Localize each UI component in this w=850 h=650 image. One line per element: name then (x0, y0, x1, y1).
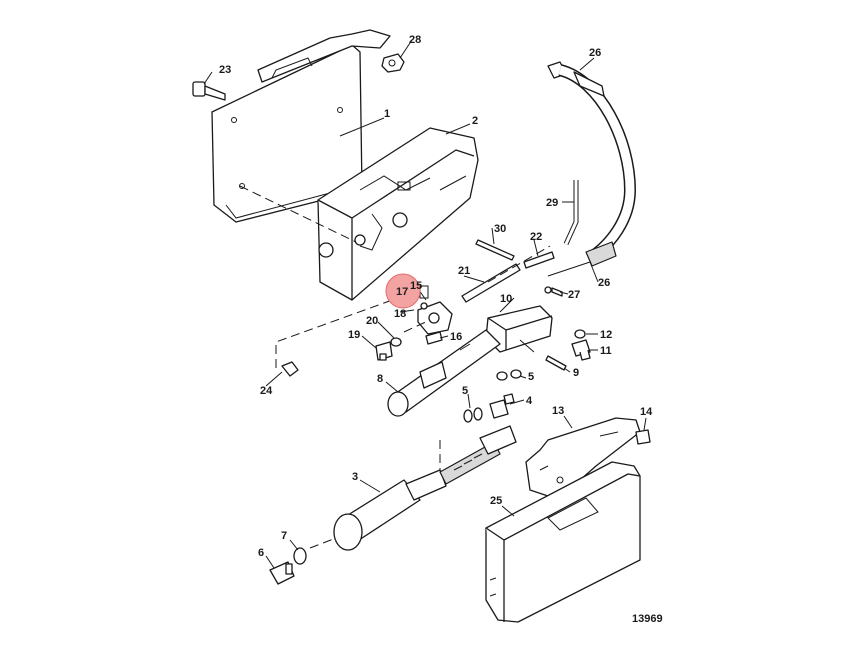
label-17-highlighted[interactable]: 17 (396, 286, 408, 298)
part-24-plug (281, 361, 299, 377)
part-8-cylinder (387, 329, 501, 417)
part-6-fitting (269, 561, 295, 585)
part-25-cover (485, 461, 641, 623)
part-18-spacer (420, 302, 428, 310)
part-5-o-rings-lower (463, 407, 483, 423)
part-7-o-ring (293, 547, 307, 565)
part-26-hose (547, 61, 637, 277)
part-28-nut (381, 53, 405, 73)
label-23[interactable]: 23 (219, 64, 231, 76)
part-1-mounting-bracket (211, 29, 391, 223)
label-5-upper[interactable]: 5 (528, 371, 534, 383)
label-1[interactable]: 1 (384, 108, 390, 120)
part-9-screw (545, 355, 567, 371)
label-16[interactable]: 16 (450, 331, 462, 343)
label-2[interactable]: 2 (472, 115, 478, 127)
part-2-housing (317, 127, 479, 301)
label-7[interactable]: 7 (281, 530, 287, 542)
label-4[interactable]: 4 (526, 395, 533, 407)
label-15[interactable]: 15 (410, 280, 422, 292)
alignment-lines (239, 185, 551, 549)
part-4-fitting (489, 393, 515, 419)
part-20-bushing (390, 337, 402, 347)
callout-labels: 23 28 1 2 26 29 30 22 21 26 27 10 15 17 … (219, 34, 663, 625)
part-21-shaft (461, 263, 521, 303)
label-8[interactable]: 8 (377, 373, 383, 385)
label-22[interactable]: 22 (530, 231, 542, 243)
label-10[interactable]: 10 (500, 293, 512, 305)
label-25[interactable]: 25 (490, 495, 502, 507)
part-10-valve-block (485, 305, 553, 353)
part-11-elbow-fitting (571, 339, 591, 361)
label-3[interactable]: 3 (352, 471, 358, 483)
label-19[interactable]: 19 (348, 329, 360, 341)
part-22-pin (523, 251, 555, 269)
part-29-tube (563, 180, 579, 246)
label-5-lower[interactable]: 5 (462, 385, 468, 397)
label-18[interactable]: 18 (394, 308, 406, 320)
part-19-fitting (375, 341, 393, 361)
part-3-actuator (333, 425, 517, 551)
label-6[interactable]: 6 (258, 547, 264, 559)
label-11[interactable]: 11 (600, 345, 612, 357)
label-26-bottom[interactable]: 26 (598, 277, 610, 289)
part-16-washer (425, 331, 443, 345)
label-13[interactable]: 13 (552, 405, 564, 417)
leader-lines (203, 39, 647, 569)
label-12[interactable]: 12 (600, 329, 612, 341)
label-28[interactable]: 28 (409, 34, 421, 46)
label-24[interactable]: 24 (260, 385, 273, 397)
highlight-circle-part-17[interactable] (385, 273, 421, 309)
part-27-screw (544, 286, 563, 297)
part-30-pin (475, 239, 515, 261)
part-15-clamp (417, 285, 453, 335)
label-14[interactable]: 14 (640, 406, 653, 418)
label-27[interactable]: 27 (568, 289, 580, 301)
figure-number: 13969 (632, 613, 663, 625)
label-29[interactable]: 29 (546, 197, 558, 209)
label-9[interactable]: 9 (573, 367, 579, 379)
part-23-bolt (192, 81, 226, 101)
part-12-o-ring (574, 329, 586, 339)
part-5-o-rings-upper (496, 369, 522, 381)
label-30[interactable]: 30 (494, 223, 506, 235)
part-14-bolt (635, 429, 651, 445)
label-21[interactable]: 21 (458, 265, 470, 277)
label-26-top[interactable]: 26 (589, 47, 601, 59)
label-20[interactable]: 20 (366, 315, 378, 327)
